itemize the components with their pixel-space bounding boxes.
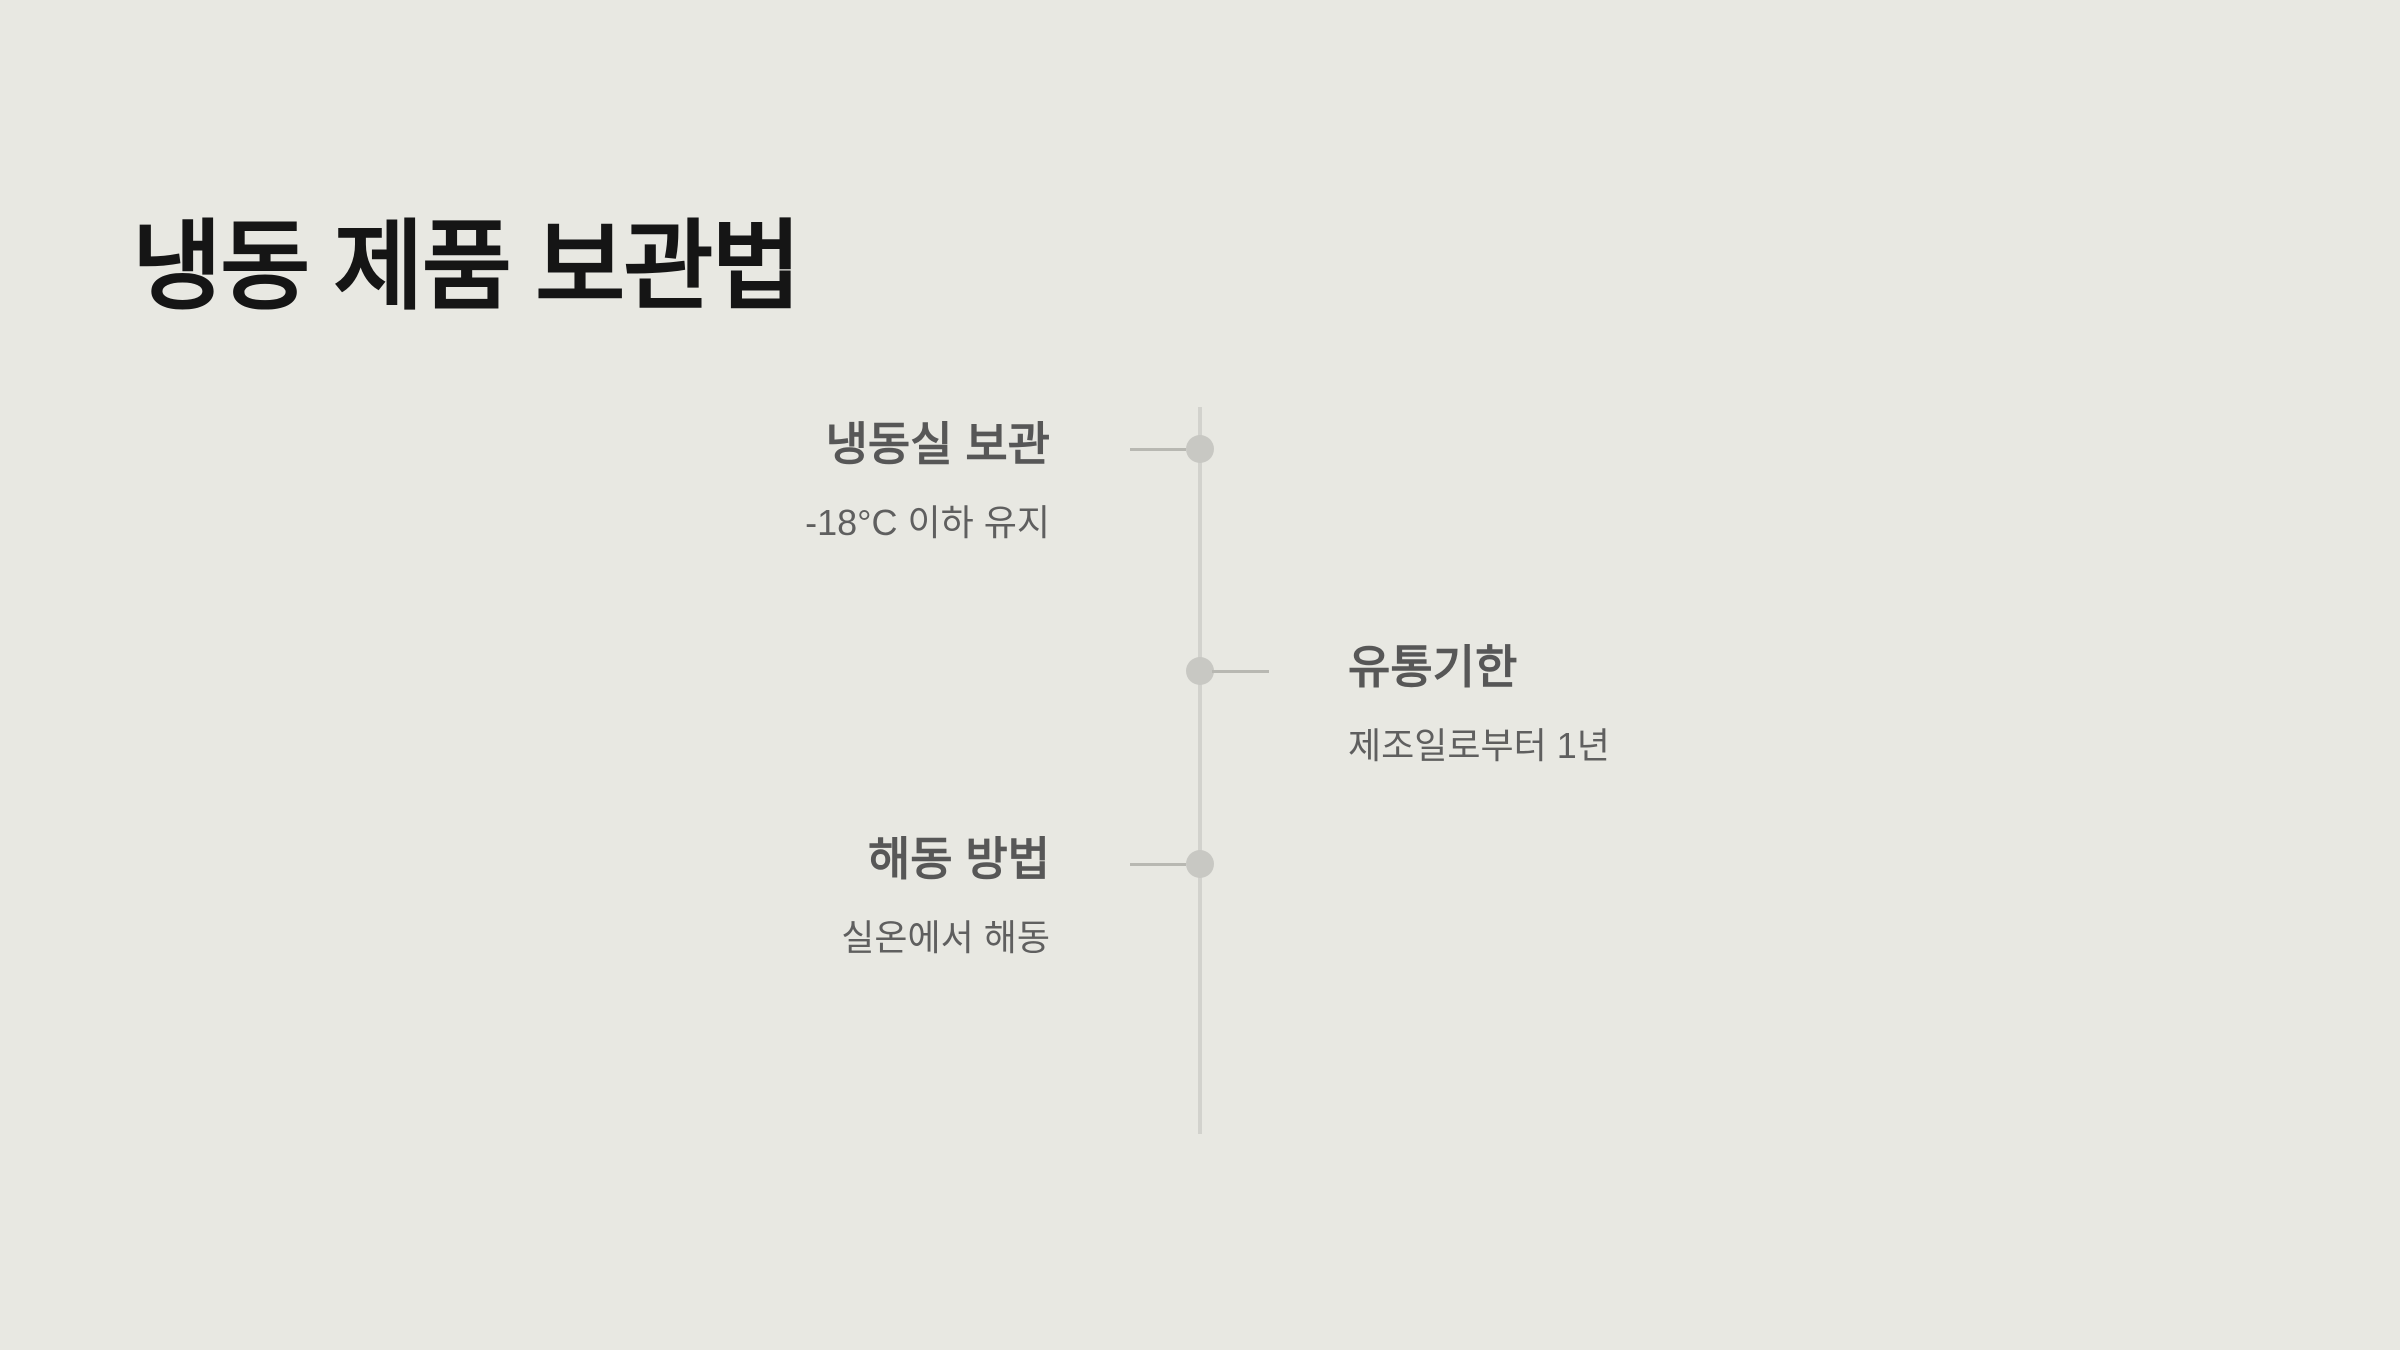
timeline-dot <box>1186 850 1214 878</box>
timeline-item-title: 냉동실 보관 <box>825 418 1050 470</box>
timeline-item-description: 실온에서 해동 <box>841 917 1050 958</box>
page-title: 냉동 제품 보관법 <box>132 211 802 321</box>
timeline-dot <box>1186 435 1214 463</box>
timeline-connector <box>1130 863 1186 866</box>
timeline-item-description: 제조일로부터 1년 <box>1348 725 1610 766</box>
timeline-axis <box>1198 407 1202 1134</box>
timeline-item-description: -18°C 이하 유지 <box>805 502 1050 543</box>
timeline-item-title: 유통기한 <box>1348 641 1518 693</box>
timeline-dot <box>1186 657 1214 685</box>
timeline-connector <box>1212 670 1269 673</box>
timeline-connector <box>1130 448 1186 451</box>
timeline-item-title: 해동 방법 <box>867 833 1050 885</box>
